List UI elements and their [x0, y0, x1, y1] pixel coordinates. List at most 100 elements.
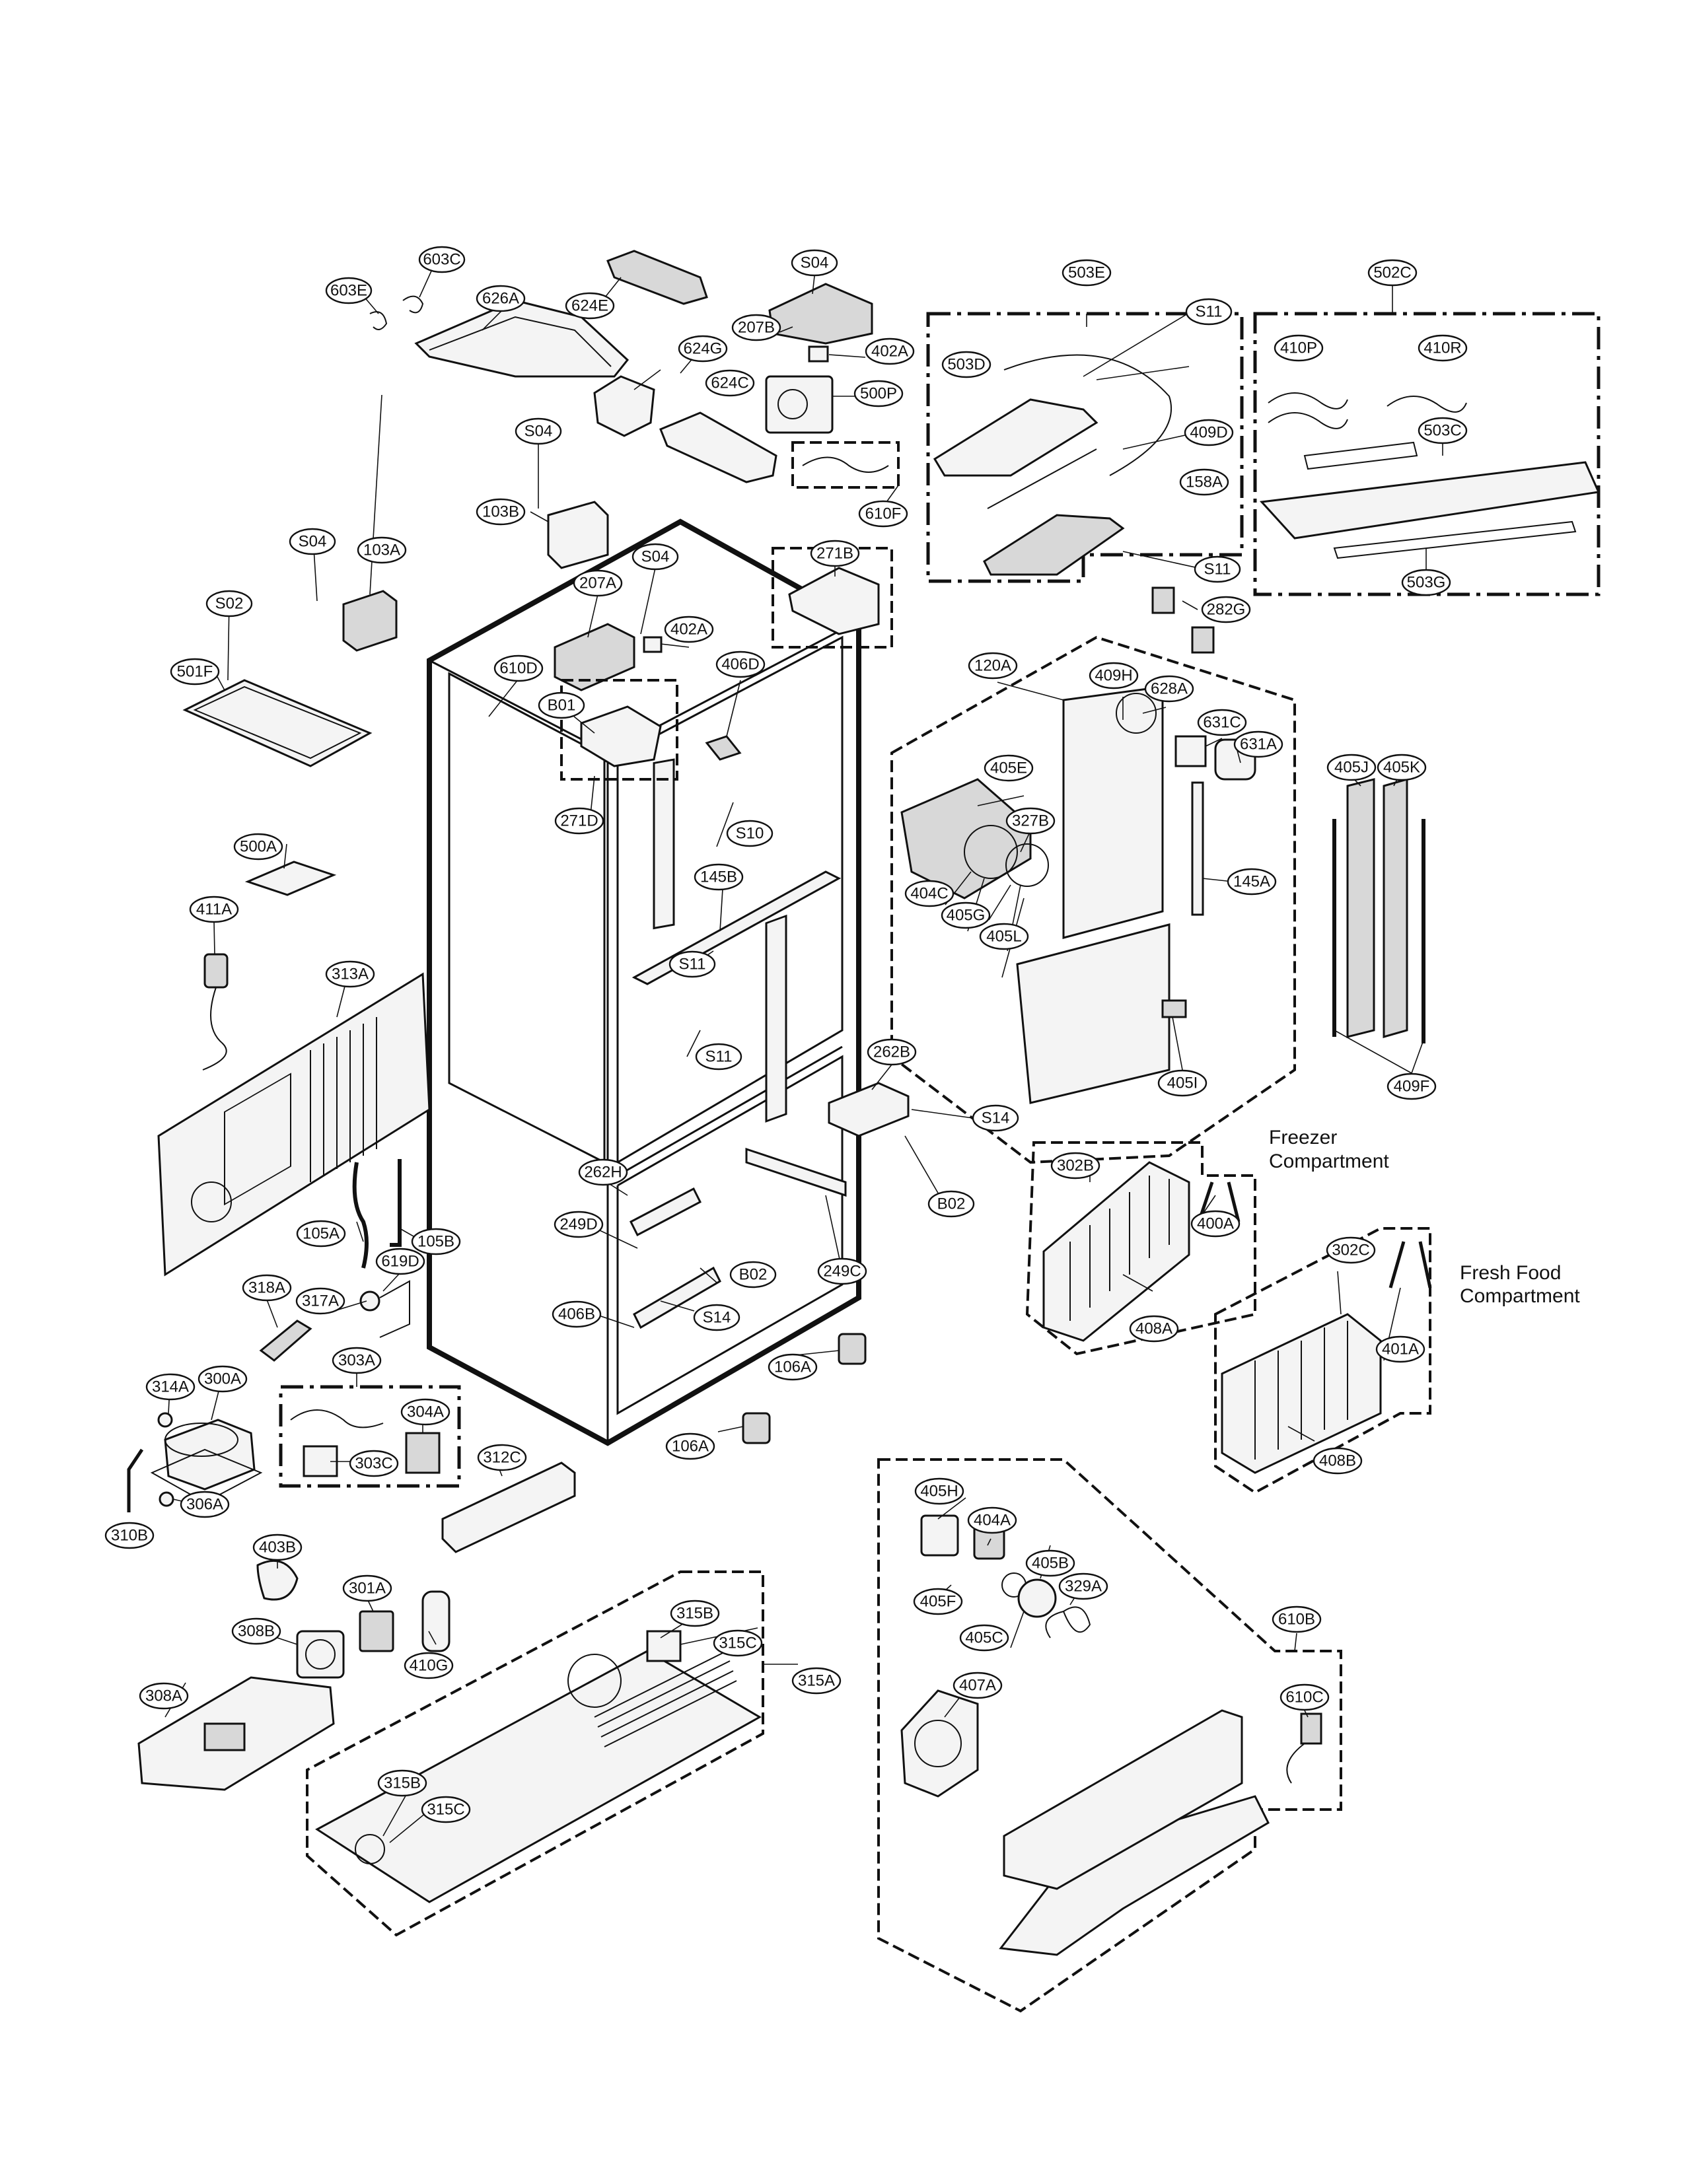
svg-text:402A: 402A [670, 621, 707, 639]
callout-624e: 624E [565, 292, 615, 320]
defrost-cover-312c [441, 1462, 576, 1553]
lamp-406d [705, 735, 742, 761]
svg-text:400A: 400A [1197, 1215, 1234, 1233]
callout-s11-a: S11 [1185, 298, 1233, 326]
callout-b01: B01 [538, 691, 585, 719]
callout-106a-a: 106A [768, 1353, 818, 1381]
callout-610b: 610B [1272, 1605, 1322, 1633]
svg-text:S02: S02 [215, 595, 244, 613]
svg-text:318A: 318A [248, 1279, 285, 1297]
hinge-cover-282g [1151, 586, 1215, 654]
svg-text:315B: 315B [676, 1605, 713, 1623]
gasket-405j [1346, 778, 1375, 1038]
callout-405b: 405B [1025, 1549, 1075, 1577]
svg-text:405K: 405K [1383, 759, 1420, 777]
drier-318a [259, 1320, 312, 1362]
tube-105b [390, 1159, 402, 1247]
callout-302c: 302C [1326, 1236, 1376, 1264]
callout-500p: 500P [853, 380, 904, 407]
callout-405i: 405I [1157, 1069, 1207, 1097]
callout-315c-b: 315C [421, 1796, 471, 1823]
callout-301a: 301A [342, 1574, 392, 1602]
svg-text:403B: 403B [259, 1539, 296, 1557]
svg-text:404A: 404A [974, 1512, 1011, 1530]
callout-405k: 405K [1377, 754, 1427, 781]
grommet-314a [157, 1412, 173, 1428]
callout-628a: 628A [1144, 675, 1194, 703]
svg-text:313A: 313A [332, 966, 369, 983]
svg-text:145A: 145A [1233, 873, 1270, 891]
callout-262b: 262B [867, 1038, 917, 1066]
svg-text:624C: 624C [711, 374, 748, 392]
callout-329a: 329A [1058, 1572, 1108, 1600]
callout-318a: 318A [242, 1274, 292, 1302]
svg-text:S11: S11 [705, 1048, 733, 1066]
ice-cover-624g [593, 375, 655, 437]
svg-text:327B: 327B [1012, 812, 1049, 830]
callout-631a: 631A [1233, 730, 1283, 758]
svg-text:249C: 249C [823, 1263, 861, 1281]
refrigerator-cabinet [427, 518, 861, 1446]
callout-315a: 315A [791, 1667, 842, 1695]
svg-text:S11: S11 [679, 956, 706, 973]
svg-text:501F: 501F [177, 663, 213, 681]
fan-assembly-box-610b [877, 1458, 1342, 2013]
callout-603e: 603E [325, 277, 373, 304]
svg-text:500P: 500P [860, 385, 897, 403]
svg-text:312C: 312C [483, 1449, 521, 1467]
fan-blade-403b [256, 1559, 299, 1601]
svg-text:405L: 405L [986, 928, 1021, 946]
callout-404a: 404A [967, 1506, 1017, 1534]
callout-304a: 304A [400, 1398, 450, 1426]
callout-610f: 610F [858, 500, 908, 528]
svg-text:407A: 407A [959, 1677, 996, 1695]
svg-text:410P: 410P [1280, 339, 1317, 357]
callout-302b: 302B [1050, 1152, 1100, 1180]
svg-text:502C: 502C [1373, 264, 1411, 282]
leveling-foot-106a-2 [742, 1412, 771, 1444]
capacitor-410g [421, 1590, 450, 1652]
svg-text:405G: 405G [947, 907, 986, 925]
sensor-402a-top [808, 345, 829, 363]
svg-text:409F: 409F [1394, 1078, 1430, 1096]
svg-text:401A: 401A [1382, 1341, 1419, 1358]
svg-text:402A: 402A [871, 343, 908, 361]
callout-503e: 503E [1062, 259, 1112, 287]
callout-s04-d: S04 [631, 543, 679, 571]
svg-text:S14: S14 [982, 1110, 1010, 1127]
svg-text:249D: 249D [559, 1216, 597, 1234]
rear-cover-313a [157, 972, 431, 1277]
power-cord-411a [202, 953, 229, 1071]
callout-249c: 249C [817, 1257, 867, 1285]
callout-158a: 158A [1179, 468, 1229, 496]
callout-404c: 404C [904, 880, 955, 907]
callout-408a: 408A [1129, 1315, 1179, 1343]
control-207a [554, 623, 663, 691]
callout-502c: 502C [1367, 259, 1418, 287]
svg-text:410R: 410R [1423, 339, 1461, 357]
fan-motor-301a [359, 1610, 394, 1652]
svg-text:B02: B02 [739, 1266, 768, 1284]
callout-327b: 327B [1005, 807, 1056, 835]
callout-405l: 405L [979, 923, 1029, 950]
callout-315c-a: 315C [713, 1629, 763, 1657]
svg-text:S04: S04 [641, 548, 670, 566]
svg-text:405F: 405F [920, 1593, 956, 1611]
svg-text:631A: 631A [1240, 736, 1277, 754]
section-labels: Freezer Compartment Fresh Food Compartme… [1269, 1127, 1580, 1307]
callout-503c: 503C [1418, 417, 1468, 444]
svg-text:610B: 610B [1278, 1611, 1315, 1629]
callout-103a: 103A [357, 536, 407, 564]
callout-405g: 405G [941, 901, 991, 929]
relay-kit-box-303a [279, 1385, 461, 1488]
callout-262h: 262H [578, 1158, 628, 1186]
svg-text:B01: B01 [548, 697, 576, 715]
svg-text:103A: 103A [363, 542, 400, 559]
callout-314a: 314A [145, 1373, 196, 1401]
clip-603e [369, 311, 388, 330]
callout-410p: 410P [1274, 334, 1324, 362]
svg-text:105B: 105B [417, 1233, 454, 1251]
svg-text:303C: 303C [355, 1455, 392, 1473]
callout-105a: 105A [296, 1220, 346, 1248]
callout-s11-c: S11 [668, 950, 716, 978]
